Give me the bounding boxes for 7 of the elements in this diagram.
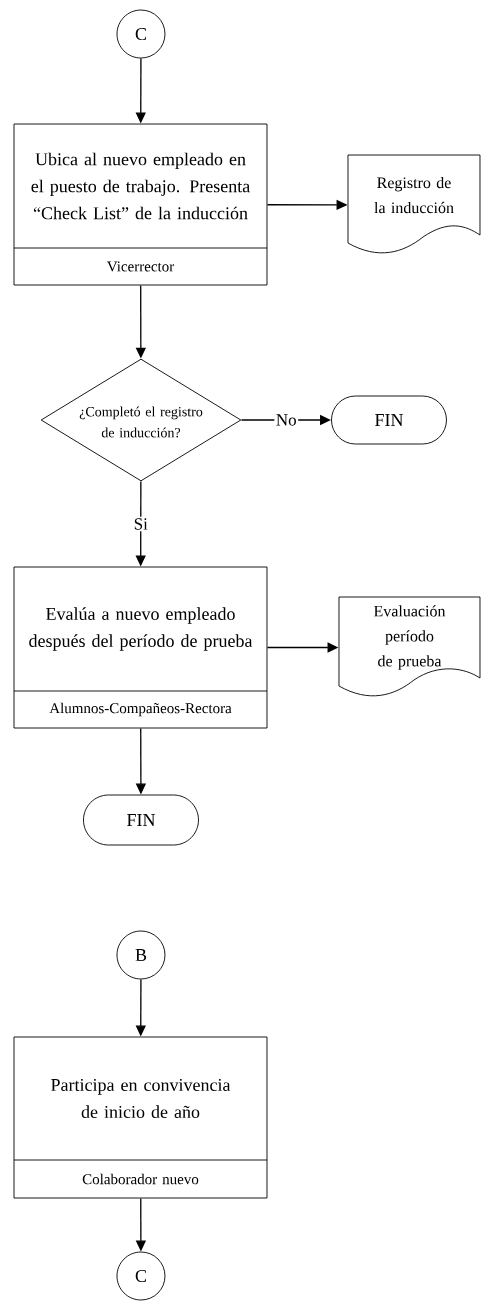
edge-label: Si — [132, 516, 150, 532]
process-box: Ubica al nuevo empleado en el puesto de trabajo. Presenta “Check List” de la inducción Vicerrector — [13, 123, 268, 286]
process-box: Evalúa a nuevo empleado después del período de prueba Alumnos-Compañeos-Rectora — [13, 566, 268, 729]
terminator: FIN — [83, 794, 199, 846]
terminator: FIN — [331, 395, 447, 445]
process-box: Participa en convivencia de inicio de año Colaborador nuevo — [13, 1036, 268, 1199]
edge-label: No — [274, 412, 299, 428]
